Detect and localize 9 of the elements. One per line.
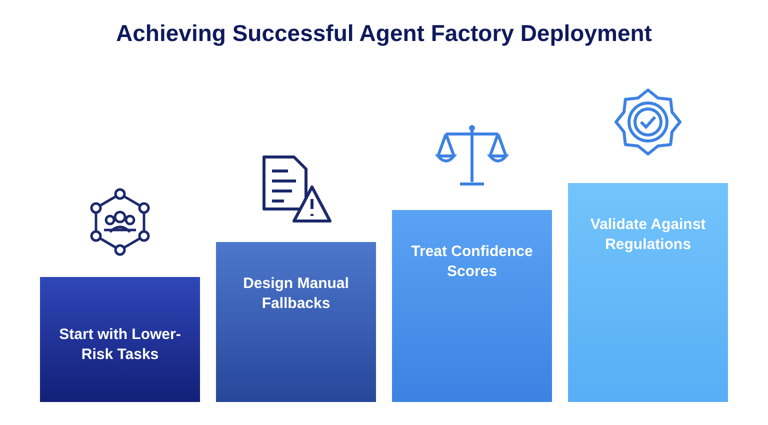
step-bar [392, 210, 552, 402]
step-bar [568, 183, 728, 402]
step-bar [40, 277, 200, 402]
step-label: Design Manual Fallbacks [242, 274, 350, 314]
step-label: Validate Against Regulations [589, 215, 707, 255]
step-label: Start with Lower-Risk Tasks [58, 324, 182, 364]
title: Achieving Successful Agent Factory Deployment [115, 20, 653, 47]
step-bar [216, 242, 376, 402]
step-label: Treat Confidence Scores [410, 242, 534, 282]
